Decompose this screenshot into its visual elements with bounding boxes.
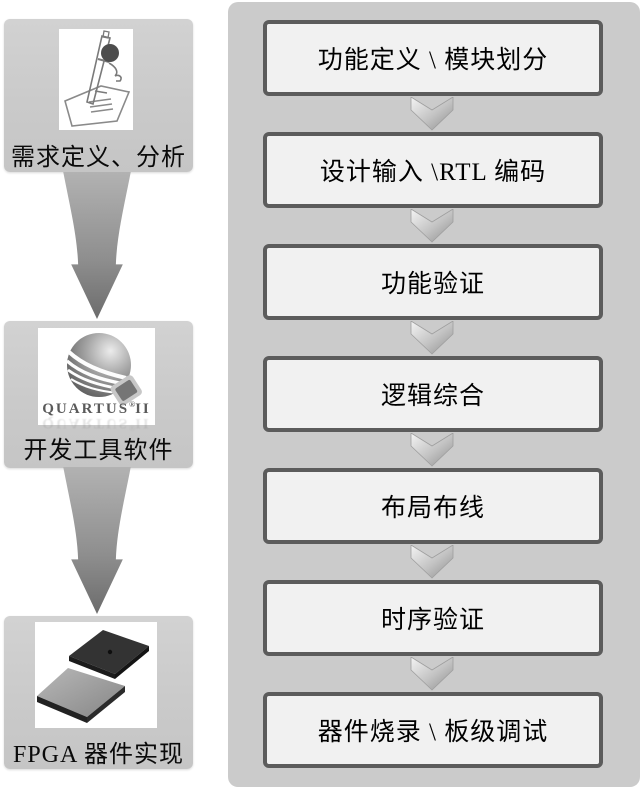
tools-stage-card: QUARTUS®II QUARTUS®II 开发工具软件 <box>4 321 193 468</box>
chevron-down-icon <box>410 97 454 131</box>
pencil-sketch-icon <box>59 29 133 130</box>
flow-step-label: 功能验证 <box>380 271 485 298</box>
chevron-down-icon <box>410 433 454 467</box>
chevron-down-icon <box>410 545 454 579</box>
flow-step-label: 布局布线 <box>380 495 485 522</box>
quartus-logo-text: QUARTUS®II <box>42 400 151 417</box>
flow-step-box: 逻辑综合 <box>263 356 603 432</box>
device-stage-card: FPGA 器件实现 <box>4 616 193 769</box>
chevron-down-icon <box>410 657 454 691</box>
flow-step-box: 功能定义 \ 模块划分 <box>263 20 603 96</box>
flow-step-label: 设计输入 \RTL 编码 <box>319 159 547 186</box>
flow-step-box: 功能验证 <box>263 244 603 320</box>
device-stage-label: FPGA 器件实现 <box>12 742 185 768</box>
flow-step-label: 逻辑综合 <box>380 383 485 410</box>
flow-step-label: 时序验证 <box>380 607 485 634</box>
chevron-down-icon <box>410 209 454 243</box>
flow-step-box: 时序验证 <box>263 580 603 656</box>
tools-stage-label: 开发工具软件 <box>23 438 174 464</box>
flow-step-box: 设计输入 \RTL 编码 <box>263 132 603 208</box>
down-arrow <box>63 172 131 320</box>
quartus-ii-logo: QUARTUS®II QUARTUS®II <box>38 328 155 432</box>
flow-step-box: 布局布线 <box>263 468 603 544</box>
flow-panel: 功能定义 \ 模块划分 设计输入 \RTL 编码 功能验证 逻辑综合 布局布线 <box>228 2 640 787</box>
flow-step-label: 器件烧录 \ 板级调试 <box>317 719 549 746</box>
flow-step-box: 器件烧录 \ 板级调试 <box>263 692 603 768</box>
requirements-stage-card: 需求定义、分析 <box>4 19 193 172</box>
down-arrow <box>63 467 131 615</box>
flow-step-label: 功能定义 \ 模块划分 <box>317 47 549 74</box>
chevron-down-icon <box>410 321 454 355</box>
requirements-stage-label: 需求定义、分析 <box>11 145 186 171</box>
fpga-chips-image <box>35 622 157 728</box>
